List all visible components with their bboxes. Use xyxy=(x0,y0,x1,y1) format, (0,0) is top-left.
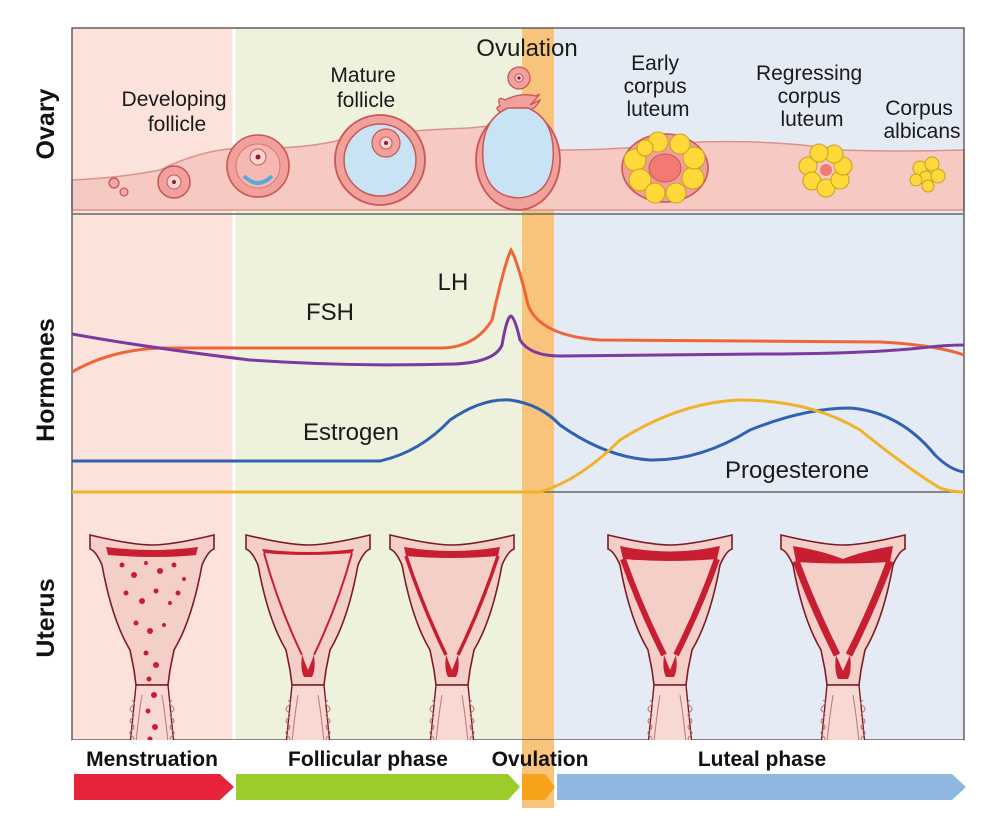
phase-menstruation: Menstruation xyxy=(86,748,218,771)
row-label-uterus: Uterus xyxy=(32,578,60,657)
label-ovulation-top: Ovulation xyxy=(476,35,577,62)
label-mature-follicle: Mature follicle xyxy=(330,64,401,112)
label-corpus-albicans: Corpus albicans xyxy=(883,97,960,143)
uterus-menstruation xyxy=(89,534,215,746)
label-early-corpus-luteum: Early corpus luteum xyxy=(624,52,693,121)
ovulation-band-strip xyxy=(522,740,554,770)
early-corpus-luteum xyxy=(621,131,709,204)
label-progesterone: Progesterone xyxy=(725,457,869,484)
developing-follicle-small xyxy=(157,165,191,199)
label-estrogen: Estrogen xyxy=(303,419,399,446)
developing-follicle-large xyxy=(226,134,290,198)
regressing-corpus-luteum xyxy=(798,143,853,198)
phase-follicular: Follicular phase xyxy=(288,748,448,771)
uterus-early-follicular xyxy=(245,534,371,746)
mature-follicle xyxy=(334,114,426,206)
primordial-follicles xyxy=(108,177,129,197)
arrow-menstruation xyxy=(74,774,234,800)
phase-label-strip xyxy=(72,740,964,770)
fsh-curve xyxy=(71,314,965,367)
estrogen-curve xyxy=(72,398,965,474)
phase-ovulation: Ovulation xyxy=(492,748,589,771)
row-label-ovary: Ovary xyxy=(32,88,60,159)
row-label-hormones: Hormones xyxy=(32,318,60,442)
phase-luteal: Luteal phase xyxy=(698,748,826,771)
progesterone-curve xyxy=(72,398,965,494)
corpus-albicans xyxy=(909,156,946,193)
label-fsh: FSH xyxy=(306,299,354,326)
label-regressing-corpus-luteum: Regressing corpus luteum xyxy=(756,62,868,131)
uterus-late-luteal xyxy=(780,534,906,746)
uterus-late-follicular xyxy=(389,534,515,746)
label-developing-follicle: Developing follicle xyxy=(122,88,233,136)
arrow-ovulation xyxy=(522,774,555,800)
arrow-luteal xyxy=(557,774,966,800)
label-lh: LH xyxy=(438,269,469,296)
arrow-follicular xyxy=(236,774,520,800)
ovulating-follicle xyxy=(475,66,561,211)
uterus-early-luteal xyxy=(607,534,733,746)
